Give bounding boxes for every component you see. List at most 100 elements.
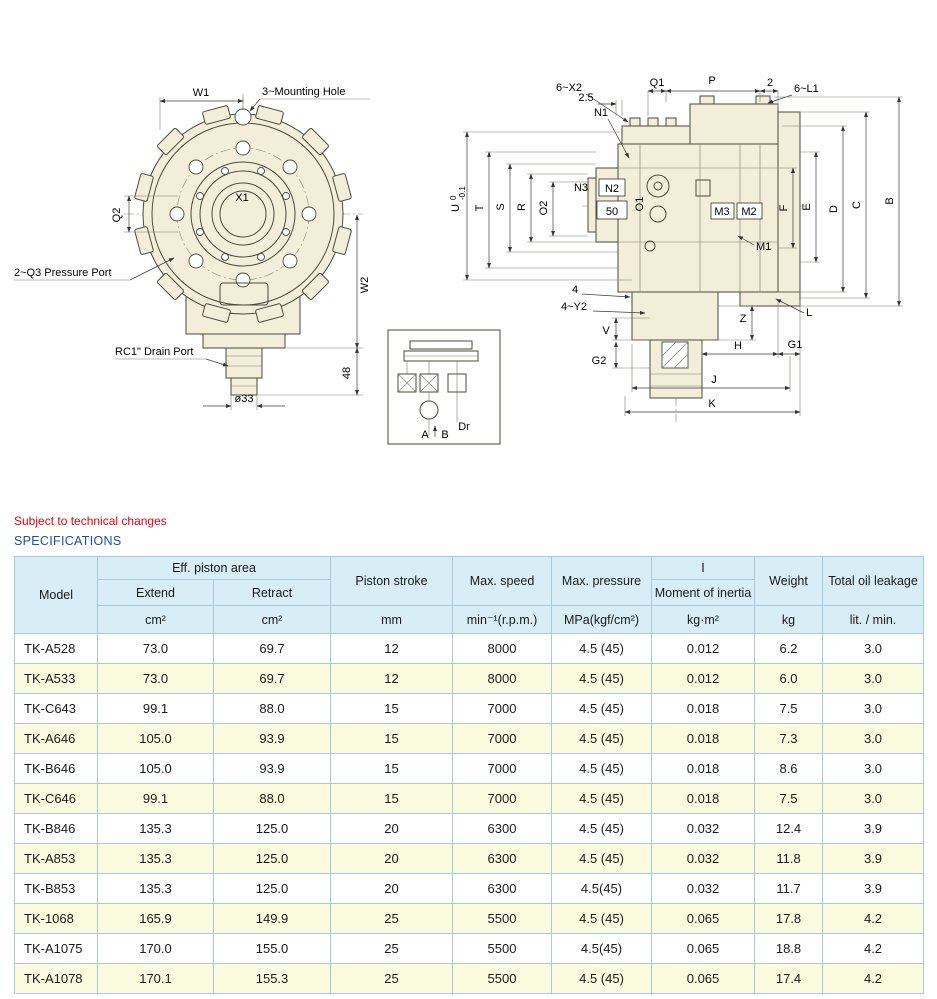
dim-label-l: L [806, 307, 812, 319]
col-header-extend: Extend [97, 579, 214, 606]
cell-stroke: 25 [330, 963, 454, 994]
cell-speed: 6300 [452, 813, 553, 844]
cell-weight: 18.8 [754, 933, 824, 964]
cell-leakage: 4.2 [822, 963, 925, 994]
dim-label-n1: N1 [594, 107, 608, 119]
cell-speed: 8000 [452, 633, 553, 664]
cell-retract: 88.0 [212, 693, 332, 724]
cell-inertia: 0.018 [651, 783, 756, 814]
cell-pressure: 4.5 (45) [551, 963, 653, 994]
unit-inertia: kg·m² [651, 605, 756, 634]
cell-extend: 170.0 [97, 933, 214, 964]
cell-speed: 6300 [452, 843, 553, 874]
cell-stroke: 20 [330, 813, 454, 844]
cell-stroke: 15 [330, 783, 454, 814]
cell-retract: 93.9 [212, 753, 332, 784]
cell-model: TK-C643 [14, 693, 98, 724]
cell-model: TK-A528 [14, 633, 98, 664]
cell-speed: 6300 [452, 873, 553, 904]
dim-label-u-sup: 0 [449, 195, 458, 200]
dim-label-x1: X1 [235, 192, 248, 204]
callout-x2: 6~X2 [556, 82, 582, 94]
dim-label-n2: N2 [605, 183, 619, 195]
cell-model: TK-C646 [14, 783, 98, 814]
dim-label-s: S [495, 203, 507, 210]
dim-label-j: J [711, 374, 717, 386]
col-header-inertia-name: Moment of inertia [651, 579, 756, 606]
cell-leakage: 3.9 [822, 873, 925, 904]
dim-label-m2: M2 [741, 206, 756, 218]
dim-label-d: D [828, 205, 840, 213]
cell-weight: 6.0 [754, 663, 824, 694]
cell-leakage: 3.0 [822, 783, 925, 814]
cell-extend: 73.0 [97, 663, 214, 694]
cell-inertia: 0.018 [651, 753, 756, 784]
cell-stroke: 15 [330, 723, 454, 754]
cell-weight: 11.7 [754, 873, 824, 904]
col-header-retract: Retract [212, 579, 332, 606]
cell-extend: 170.1 [97, 963, 214, 994]
cell-leakage: 3.9 [822, 813, 925, 844]
cell-weight: 6.2 [754, 633, 824, 664]
col-header-leakage: Total oil leakage [822, 556, 925, 606]
dim-label-v: V [602, 325, 610, 337]
cell-speed: 7000 [452, 783, 553, 814]
cell-stroke: 25 [330, 903, 454, 934]
cell-retract: 69.7 [212, 633, 332, 664]
cell-extend: 99.1 [97, 693, 214, 724]
unit-stroke: mm [330, 605, 454, 634]
cell-extend: 135.3 [97, 873, 214, 904]
cell-model: TK-1068 [14, 903, 98, 934]
cell-pressure: 4.5 (45) [551, 843, 653, 874]
cell-extend: 99.1 [97, 783, 214, 814]
technical-drawings: X1 W1 3~Mounting Hole Q2 2~Q3 Pressure P… [14, 75, 903, 445]
dim-label-f: F [778, 204, 790, 211]
cell-stroke: 12 [330, 633, 454, 664]
technical-changes-note: Subject to technical changes [14, 514, 167, 528]
dim-label-4: 4 [572, 284, 578, 296]
cell-extend: 135.3 [97, 813, 214, 844]
cell-leakage: 4.2 [822, 903, 925, 934]
cell-leakage: 3.0 [822, 663, 925, 694]
cell-weight: 7.5 [754, 693, 824, 724]
cell-weight: 7.3 [754, 723, 824, 754]
dim-label-m1: M1 [756, 241, 771, 253]
spec-table: Model Eff. piston area Piston stroke Max… [14, 556, 925, 994]
cell-retract: 149.9 [212, 903, 332, 934]
cell-stroke: 15 [330, 693, 454, 724]
cell-retract: 88.0 [212, 783, 332, 814]
cell-speed: 7000 [452, 693, 553, 724]
schematic-label-dr: Dr [458, 421, 470, 433]
unit-speed: min⁻¹(r.p.m.) [452, 605, 553, 634]
col-header-model: Model [14, 556, 98, 634]
cell-inertia: 0.032 [651, 843, 756, 874]
cell-inertia: 0.032 [651, 873, 756, 904]
cell-weight: 17.8 [754, 903, 824, 934]
unit-pressure: MPa(kgf/cm²) [551, 605, 653, 634]
dim-label-50: 50 [606, 206, 618, 218]
dim-label-h: H [734, 340, 742, 352]
mounting-hole [234, 108, 252, 126]
cell-inertia: 0.065 [651, 963, 756, 994]
cell-extend: 105.0 [97, 753, 214, 784]
dim-label-2-5: 2.5 [578, 92, 593, 104]
cell-stroke: 12 [330, 663, 454, 694]
cell-pressure: 4.5 (45) [551, 663, 653, 694]
cell-leakage: 3.0 [822, 693, 925, 724]
cell-model: TK-A853 [14, 843, 98, 874]
col-header-eff-piston-area: Eff. piston area [96, 556, 332, 580]
cell-model: TK-B853 [14, 873, 98, 904]
cell-leakage: 3.0 [822, 633, 925, 664]
dim-label-r: R [516, 203, 528, 211]
callout-pressure-port: 2~Q3 Pressure Port [14, 267, 112, 279]
cell-pressure: 4.5 (45) [551, 903, 653, 934]
callout-y2: 4~Y2 [561, 301, 587, 313]
cell-extend: 165.9 [97, 903, 214, 934]
port-block [219, 282, 269, 306]
